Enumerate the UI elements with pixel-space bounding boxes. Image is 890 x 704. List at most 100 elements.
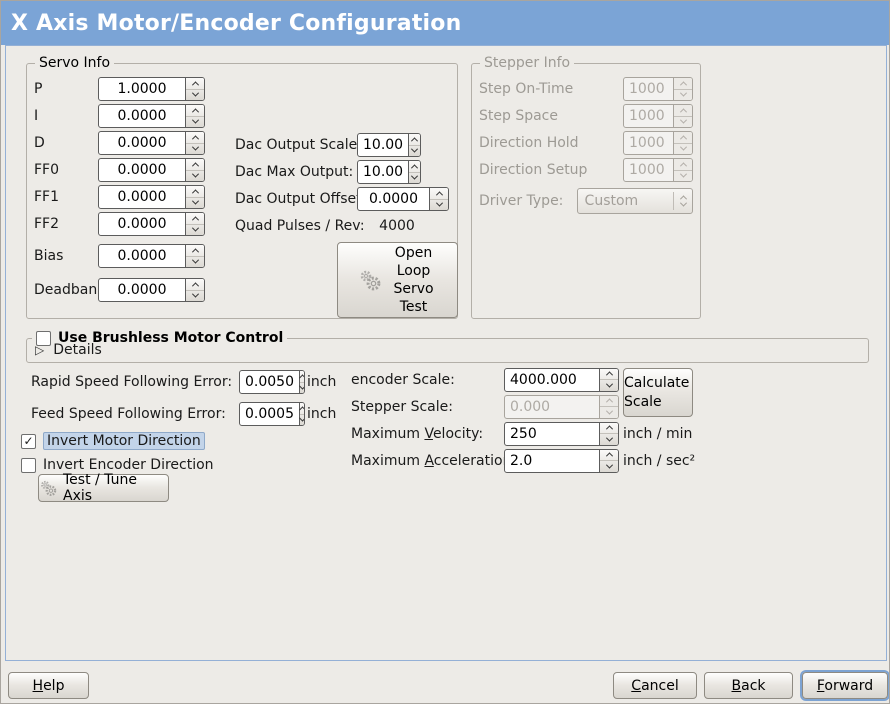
- p-spinbox[interactable]: 1.0000: [98, 77, 205, 101]
- spin-down-icon[interactable]: [600, 461, 618, 472]
- spin-down-icon[interactable]: [186, 143, 204, 155]
- encoder-scale-value[interactable]: 4000.000: [510, 371, 577, 388]
- spin-down-icon[interactable]: [600, 434, 618, 445]
- spin-down-icon[interactable]: [409, 172, 420, 184]
- p-value[interactable]: 1.0000: [117, 81, 167, 97]
- direction-setup-spinbox: 1000: [623, 158, 693, 182]
- spin-down-icon[interactable]: [430, 199, 448, 211]
- help-button[interactable]: Help: [8, 672, 89, 699]
- spin-up-icon[interactable]: [186, 105, 204, 117]
- spin-down-icon[interactable]: [186, 116, 204, 128]
- spin-down-icon[interactable]: [298, 382, 304, 394]
- d-value[interactable]: 0.0000: [117, 135, 167, 151]
- max-velocity-value[interactable]: 250: [510, 425, 537, 442]
- step-space-value: 1000: [629, 108, 665, 124]
- spin-down-icon[interactable]: [600, 380, 618, 391]
- dac-scale-label: Dac Output Scale:: [235, 137, 362, 153]
- invert-motor-checkbox[interactable]: ✓: [21, 433, 36, 449]
- ff0-value[interactable]: 0.0000: [117, 162, 167, 178]
- invert-motor-row[interactable]: ✓ Invert Motor Direction: [21, 430, 214, 452]
- spin-up-icon[interactable]: [186, 213, 204, 225]
- max-accel-value[interactable]: 2.0: [510, 452, 533, 469]
- spin-up-icon[interactable]: [430, 188, 448, 200]
- spin-up-icon[interactable]: [298, 403, 304, 415]
- rapid-error-spinbox[interactable]: 0.0050: [239, 370, 305, 394]
- ff1-spinbox[interactable]: 0.0000: [98, 185, 205, 209]
- param-row-bias: Bias 0.0000: [34, 244, 214, 268]
- cancel-button-label: Cancel: [631, 677, 679, 694]
- ff2-spinbox[interactable]: 0.0000: [98, 212, 205, 236]
- title-banner: X Axis Motor/Encoder Configuration: [1, 1, 889, 45]
- open-loop-servo-test-button[interactable]: Open Loop Servo Test: [337, 242, 458, 318]
- dac-offset-label: Dac Output Offset:: [235, 191, 367, 207]
- spin-down-icon[interactable]: [186, 224, 204, 236]
- spin-down-icon[interactable]: [186, 197, 204, 209]
- invert-encoder-label[interactable]: Invert Encoder Direction: [43, 457, 214, 473]
- param-label: FF2: [34, 216, 60, 232]
- spin-down-icon[interactable]: [409, 145, 420, 157]
- stepper-scale-row: Stepper Scale: 0.000: [351, 394, 695, 419]
- spin-up-icon[interactable]: [600, 369, 618, 380]
- calculate-scale-button[interactable]: Calculate Scale: [623, 368, 693, 417]
- content-area-border: [5, 45, 887, 661]
- spin-up-icon[interactable]: [600, 423, 618, 434]
- spin-down-icon[interactable]: [186, 290, 204, 302]
- spin-down-icon[interactable]: [186, 89, 204, 101]
- brushless-checkbox[interactable]: [36, 331, 51, 346]
- spin-up-icon[interactable]: [600, 450, 618, 461]
- dac-offset-value[interactable]: 0.0000: [369, 191, 418, 207]
- ff2-value[interactable]: 0.0000: [117, 216, 167, 232]
- max-velocity-spinbox[interactable]: 250: [504, 421, 619, 446]
- spin-up-icon[interactable]: [409, 161, 420, 173]
- driver-type-value: Custom: [584, 193, 639, 209]
- forward-button[interactable]: Forward: [802, 672, 888, 699]
- expander-arrow-icon[interactable]: ▷: [35, 343, 45, 357]
- dac-offset-row: Dac Output Offset: 0.0000: [235, 187, 457, 211]
- ff0-spinbox[interactable]: 0.0000: [98, 158, 205, 182]
- spin-down-icon: [674, 116, 692, 128]
- i-spinbox[interactable]: 0.0000: [98, 104, 205, 128]
- bias-value[interactable]: 0.0000: [117, 248, 167, 264]
- bias-spinbox[interactable]: 0.0000: [98, 244, 205, 268]
- param-label: Bias: [34, 248, 64, 264]
- spin-up-icon[interactable]: [409, 134, 420, 146]
- spinner-buttons: [599, 368, 618, 391]
- feed-error-value[interactable]: 0.0005: [245, 406, 294, 422]
- spin-down-icon[interactable]: [186, 170, 204, 182]
- spin-down-icon[interactable]: [186, 256, 204, 268]
- spin-up-icon[interactable]: [186, 245, 204, 257]
- feed-error-spinbox[interactable]: 0.0005: [239, 402, 305, 426]
- rapid-error-value[interactable]: 0.0050: [245, 374, 294, 390]
- invert-encoder-row[interactable]: Invert Encoder Direction: [21, 454, 214, 476]
- dac-max-value[interactable]: 10.00: [363, 164, 404, 180]
- deadband-spinbox[interactable]: 0.0000: [98, 278, 205, 302]
- max-accel-spinbox[interactable]: 2.0: [504, 448, 619, 473]
- spin-up-icon[interactable]: [186, 186, 204, 198]
- spin-up-icon[interactable]: [186, 279, 204, 291]
- details-expander[interactable]: ▷ Details: [35, 342, 102, 358]
- back-button[interactable]: Back: [704, 672, 793, 699]
- spin-up-icon[interactable]: [186, 159, 204, 171]
- param-row-i: I 0.0000: [34, 104, 214, 128]
- dac-output-scale-spinbox[interactable]: 10.00: [357, 133, 421, 157]
- cancel-button[interactable]: Cancel: [613, 672, 697, 699]
- scale-block: encoder Scale: 4000.000 Stepper Scale: 0…: [351, 367, 695, 476]
- dac-max-output-spinbox[interactable]: 10.00: [357, 160, 421, 184]
- combo-divider: [673, 192, 674, 210]
- encoder-scale-spinbox[interactable]: 4000.000: [504, 367, 619, 392]
- brushless-label: Use Brushless Motor Control: [58, 330, 284, 346]
- spin-up-icon[interactable]: [186, 78, 204, 90]
- dac-output-offset-spinbox[interactable]: 0.0000: [357, 187, 449, 211]
- test-tune-axis-button[interactable]: Test / Tune Axis: [38, 472, 169, 504]
- spinner-buttons: [599, 395, 618, 418]
- spin-up-icon[interactable]: [186, 132, 204, 144]
- i-value[interactable]: 0.0000: [117, 108, 167, 124]
- dac-scale-value[interactable]: 10.00: [363, 137, 404, 153]
- invert-motor-label[interactable]: Invert Motor Direction: [43, 432, 205, 450]
- d-spinbox[interactable]: 0.0000: [98, 131, 205, 155]
- spin-down-icon[interactable]: [298, 414, 304, 426]
- deadband-value[interactable]: 0.0000: [117, 282, 167, 298]
- spin-up-icon[interactable]: [298, 371, 304, 383]
- ff1-value[interactable]: 0.0000: [117, 189, 167, 205]
- invert-encoder-checkbox[interactable]: [21, 457, 36, 473]
